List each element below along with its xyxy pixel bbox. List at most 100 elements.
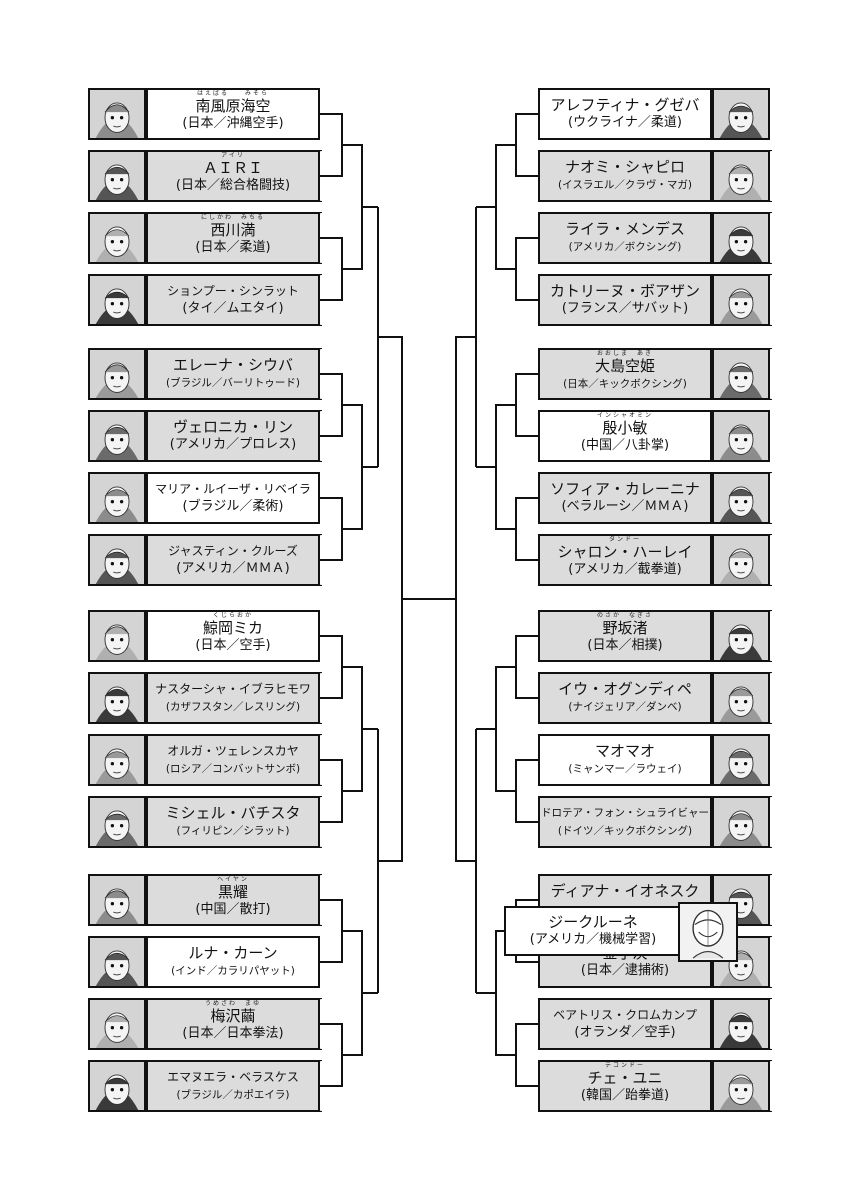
character-portrait-icon (90, 612, 144, 660)
fighter-name: シャロン・ハーレイ (557, 543, 693, 561)
fighter-name: チェ・ユニ (587, 1069, 663, 1087)
fighter-ruby: にしかわ みちる (200, 214, 265, 221)
fighter-name: 黒耀 (217, 883, 248, 901)
fighter-ruby: ヘイヤン (217, 876, 249, 883)
fighter-nameplate: イウ・オグンディペ(ナイジェリア／ダンベ) (538, 672, 712, 724)
fighter-country-style: (日本／柔道) (195, 240, 271, 255)
fighter-country-style: (インド／カラリパヤット) (171, 965, 295, 977)
character-portrait-icon (714, 276, 768, 324)
character-portrait-icon (714, 1062, 768, 1110)
fighter-country-style: (ブラジル／カポエイラ) (176, 1089, 290, 1101)
fighter-portrait (712, 410, 770, 462)
fighter-country-style: (ドイツ／キックボクシング) (557, 825, 693, 837)
fighter-country-style: (ウクライナ／柔道) (568, 115, 682, 130)
bracket-line (378, 336, 403, 862)
right-entry: テコンドーチェ・ユニ(韓国／跆拳道) (538, 1060, 772, 1112)
fighter-portrait (712, 212, 770, 264)
fighter-portrait (712, 150, 770, 202)
fighter-name: マオマオ (594, 742, 655, 760)
overlay-name: ジークルーネ (548, 913, 638, 931)
fighter-ruby: テコンドー (604, 1062, 645, 1069)
fighter-nameplate: タンドーシャロン・ハーレイ(アメリカ／截拳道) (538, 534, 712, 586)
bracket-line (320, 497, 343, 561)
fighter-country-style: (フィリピン／シラット) (176, 825, 290, 837)
fighter-ruby: はえばる みそら (196, 90, 269, 97)
fighter-nameplate: ベアトリス・クロムカンプ(オランダ／空手) (538, 998, 712, 1050)
fighter-nameplate: おおしま あき大島空姫(日本／キックボクシング) (538, 348, 712, 400)
fighter-name: ライラ・メンデス (564, 220, 685, 238)
bracket-line (342, 666, 363, 792)
character-portrait-icon (90, 938, 144, 986)
bracket-line (455, 336, 476, 862)
right-entry: インシャオミン殷小敏(中国／八卦掌) (538, 410, 772, 462)
fighter-country-style: (ブラジル／バーリトゥード) (166, 377, 300, 389)
fighter-portrait (88, 874, 146, 926)
bracket-line (515, 635, 538, 699)
fighter-country-style: (日本／相撲) (587, 638, 663, 653)
left-entry: うめざわ まゆ梅沢繭(日本／日本拳法) (88, 998, 322, 1050)
right-entry: カトリーヌ・ボアザン(フランス／サバット) (538, 274, 772, 326)
fighter-nameplate: マオマオ(ミャンマー／ラウェイ) (538, 734, 712, 786)
fighter-country-style: (イスラエル／クラヴ・マガ) (558, 179, 692, 191)
fighter-portrait (88, 796, 146, 848)
fighter-name: エレーナ・シウバ (172, 356, 293, 374)
fighter-name: オルガ・ツェレンスカヤ (167, 744, 299, 758)
fighter-portrait (88, 212, 146, 264)
fighter-country-style: (日本／総合格闘技) (175, 178, 291, 193)
character-portrait-icon (714, 1000, 768, 1048)
fighter-country-style: (ロシア／コンバットサンボ) (165, 763, 301, 775)
fighter-ruby: アイリ (221, 152, 245, 159)
fighter-nameplate: ドロテア・フォン・シュライビャー (ドイツ／キックボクシング) (538, 796, 712, 848)
fighter-ruby: おおしま あき (596, 350, 653, 357)
fighter-country-style: (日本／空手) (195, 638, 271, 653)
fighter-nameplate: ナオミ・シャピロ(イスラエル／クラヴ・マガ) (538, 150, 712, 202)
fighter-name: ナスターシャ・イブラヒモワ (155, 682, 311, 696)
fighter-portrait (88, 88, 146, 140)
bracket-line (320, 635, 343, 699)
bracket-line (515, 373, 538, 437)
character-portrait-icon (90, 536, 144, 584)
character-portrait-icon (90, 736, 144, 784)
fighter-name: ドロテア・フォン・シュライビャー (541, 807, 709, 819)
fighter-name: アレフティナ・グゼバ (550, 96, 700, 114)
fighter-country-style: (タイ／ムエタイ) (182, 301, 284, 316)
fighter-ruby: くじらおか (212, 612, 253, 619)
fighter-nameplate: ションプー・シンラット(タイ／ムエタイ) (146, 274, 320, 326)
fighter-portrait (88, 534, 146, 586)
bracket-line (515, 113, 538, 177)
fighter-nameplate: くじらおか鯨岡ミカ(日本／空手) (146, 610, 320, 662)
fighter-nameplate: テコンドーチェ・ユニ(韓国／跆拳道) (538, 1060, 712, 1112)
fighter-name: 西川満 (210, 221, 256, 239)
fighter-nameplate: ルナ・カーン(インド／カラリパヤット) (146, 936, 320, 988)
right-entry: マオマオ(ミャンマー／ラウェイ) (538, 734, 772, 786)
fighter-name: 南風原海空 (195, 97, 271, 115)
bracket-line (342, 404, 363, 530)
left-entry: ヘイヤン黒耀(中国／散打) (88, 874, 322, 926)
fighter-country-style: (日本／逮捕術) (580, 963, 670, 978)
bracket-line (320, 237, 343, 301)
fighter-country-style: (ナイジェリア／ダンベ) (568, 701, 682, 713)
bracket-line (320, 373, 343, 437)
fighter-nameplate: カトリーヌ・ボアザン(フランス／サバット) (538, 274, 712, 326)
fighter-name: マリア・ルイーザ・リベイラ (155, 482, 311, 496)
fighter-ruby: インシャオミン (596, 412, 653, 419)
fighter-portrait (88, 410, 146, 462)
fighter-nameplate: マリア・ルイーザ・リベイラ(ブラジル／柔術) (146, 472, 320, 524)
fighter-ruby: のさか なぎさ (596, 612, 653, 619)
character-portrait-icon (714, 412, 768, 460)
left-entry: ミシェル・バチスタ(フィリピン／シラット) (88, 796, 322, 848)
fighter-country-style: (カザフスタン／レスリング) (165, 701, 301, 713)
fighter-portrait (712, 472, 770, 524)
right-entry: アレフティナ・グゼバ(ウクライナ／柔道) (538, 88, 772, 140)
right-entry: おおしま あき大島空姫(日本／キックボクシング) (538, 348, 772, 400)
fighter-portrait (712, 534, 770, 586)
character-portrait-icon (90, 214, 144, 262)
character-portrait-icon (90, 412, 144, 460)
fighter-portrait (88, 998, 146, 1050)
fighter-nameplate: ヴェロニカ・リン(アメリカ／プロレス) (146, 410, 320, 462)
bracket-line (495, 144, 516, 270)
fighter-name: ＡＩＲＩ (202, 159, 263, 177)
fighter-country-style: (アメリカ／ボクシング) (568, 241, 682, 253)
fighter-ruby: うめざわ まゆ (204, 1000, 261, 1007)
